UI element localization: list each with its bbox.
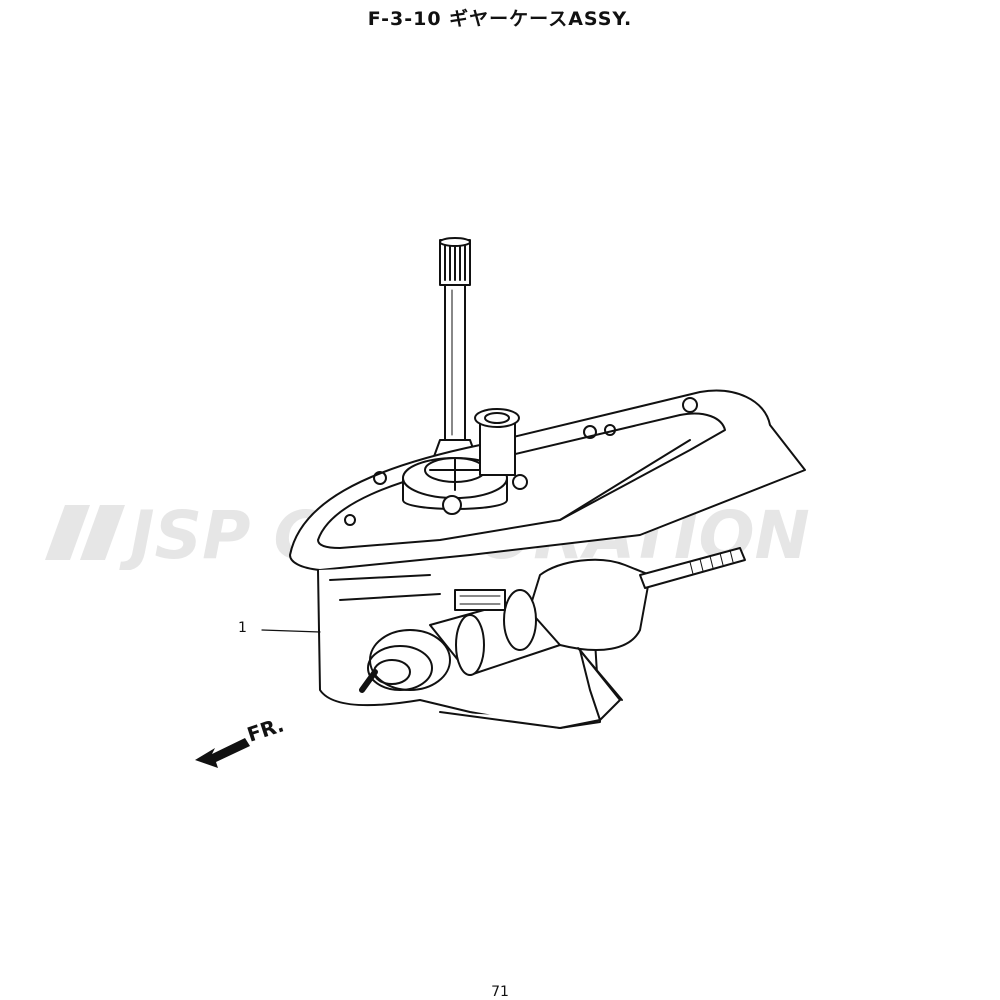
callout-leader-1 (261, 629, 321, 633)
gear-case-deck (289, 389, 806, 571)
front-direction-label: FR. (244, 712, 287, 746)
propeller-shaft (639, 547, 746, 589)
front-direction-arrow-icon (195, 738, 250, 768)
page-title: F-3-10 ギヤーケースASSY. (367, 8, 633, 30)
drive-shaft (431, 237, 479, 463)
logo-mark-icon (45, 505, 125, 560)
water-tube (474, 408, 520, 476)
callout-label-1: 1 (238, 620, 247, 636)
page-number: 71 (491, 984, 509, 1000)
propeller-shaft-housing (359, 558, 651, 693)
skeg (439, 647, 623, 729)
